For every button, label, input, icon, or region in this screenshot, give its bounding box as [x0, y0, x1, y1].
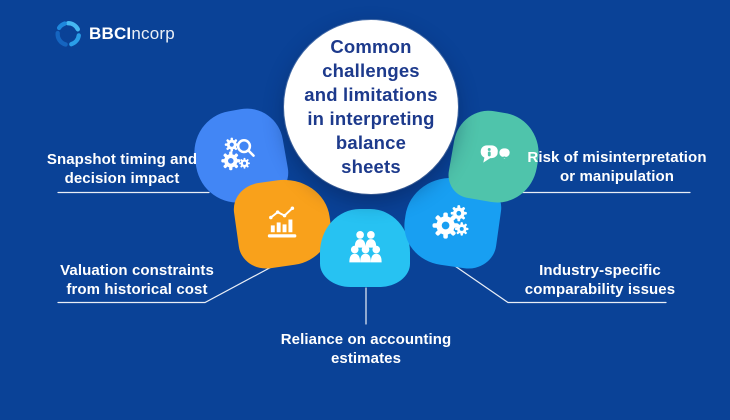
page-title: Common challenges and limitations in int…	[304, 35, 438, 178]
label-industry: Industry-specific comparability issues	[524, 262, 676, 298]
search-gears-icon	[220, 137, 255, 170]
speech-bubbles-info-icon	[480, 144, 511, 163]
challenge-blob-estimates	[320, 209, 410, 287]
title-circle: Common challenges and limitations in int…	[284, 20, 458, 194]
swirl-logo-icon	[55, 21, 81, 47]
label-snapshot: Snapshot timing and decision impact	[46, 151, 198, 187]
label-estimates: Reliance on accounting estimates	[280, 331, 452, 367]
label-risk: Risk of misinterpretation or manipulatio…	[527, 149, 707, 185]
challenge-blob-risk	[444, 105, 546, 209]
brand-name-bold: BBCI	[89, 24, 132, 43]
challenge-blob-valuation	[230, 173, 336, 273]
challenge-blob-snapshot	[187, 102, 293, 210]
brand-name-light: ncorp	[131, 24, 175, 43]
gears-icon	[432, 204, 469, 238]
people-group-icon	[348, 230, 382, 262]
brand-name: BBCIncorp	[89, 24, 175, 44]
bar-chart-trend-icon	[267, 206, 296, 238]
brand-logo: BBCIncorp	[53, 19, 175, 49]
label-valuation: Valuation constraints from historical co…	[60, 262, 214, 298]
